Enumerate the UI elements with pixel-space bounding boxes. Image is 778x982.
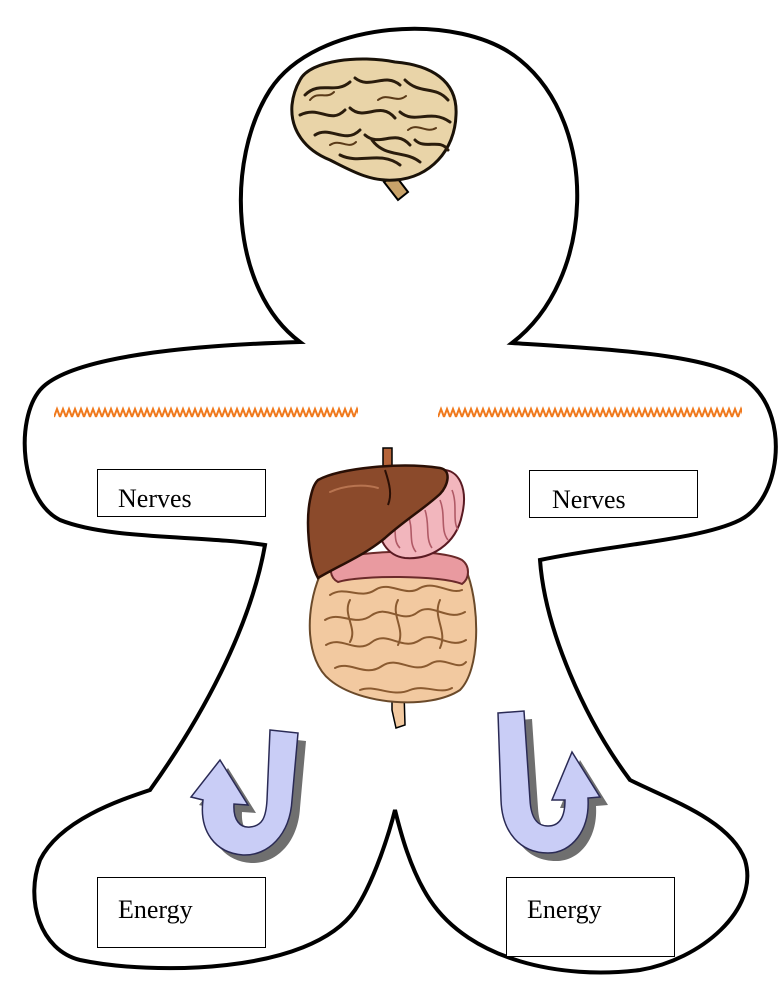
nerves-label-right: Nerves bbox=[529, 470, 698, 518]
nerve-zigzag-icon bbox=[54, 405, 358, 419]
energy-label-left: Energy bbox=[97, 877, 266, 948]
nerve-zigzag-icon bbox=[438, 405, 742, 419]
nerves-label-left: Nerves bbox=[97, 469, 266, 517]
energy-label-right: Energy bbox=[506, 877, 675, 957]
